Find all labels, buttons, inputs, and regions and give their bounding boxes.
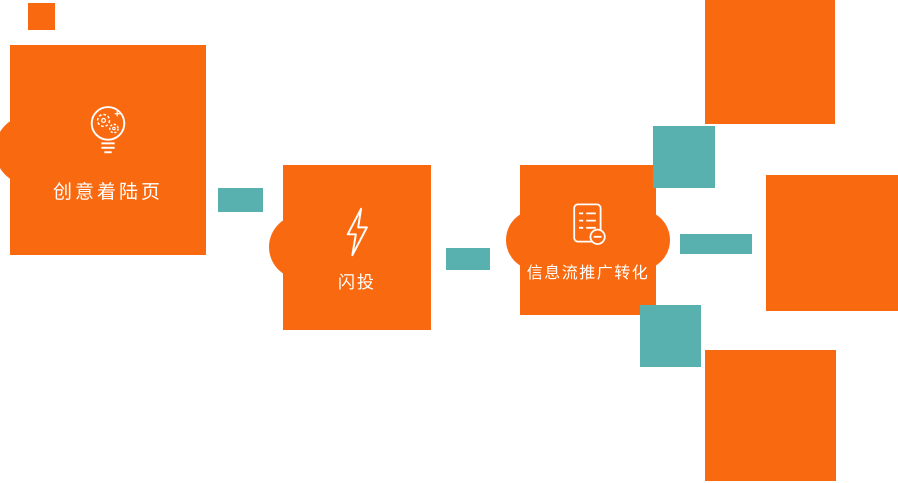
node-left-bump <box>0 115 65 185</box>
node-left-bump <box>269 215 333 279</box>
node-label: 信息流推广转化 <box>526 265 650 283</box>
decor-teal-square-lower <box>640 305 701 367</box>
node-left-bump <box>506 210 566 270</box>
decor-square-bottom-right <box>705 350 836 481</box>
lightning-bolt-icon <box>346 208 368 257</box>
flow-node-creative-landing-page: 创意着陆页 <box>0 45 206 255</box>
document-list-icon <box>573 203 606 246</box>
node-right-bump <box>610 210 670 270</box>
decor-square-mid-right <box>766 175 898 311</box>
flow-connector-3 <box>680 234 752 254</box>
decor-square-top-left <box>28 3 55 30</box>
node-label: 闪投 <box>338 273 376 293</box>
flow-connector-2 <box>446 248 490 270</box>
flow-node-feed-promotion-conversion: 信息流推广转化 <box>506 165 670 315</box>
flow-node-flash-bidding: 闪投 <box>269 165 431 330</box>
flow-connector-1 <box>218 188 263 212</box>
lightbulb-gears-icon <box>90 105 126 153</box>
decor-teal-square-upper <box>653 126 715 188</box>
decor-square-top-right <box>705 0 835 124</box>
node-label: 创意着陆页 <box>52 181 163 203</box>
